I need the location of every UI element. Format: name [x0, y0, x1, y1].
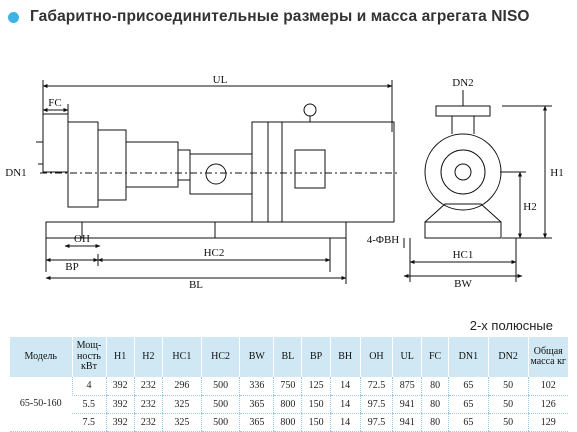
table-cell: 232	[133, 413, 163, 432]
column-header: Модель	[10, 337, 72, 377]
table-cell: 14	[329, 395, 361, 414]
table-cell: 750	[273, 377, 302, 396]
table-cell: 232	[133, 395, 163, 414]
table-cell: 365	[239, 413, 274, 432]
table-cell: 150	[301, 413, 331, 432]
pump-dimension-drawing: UL FC DN1 OH BP HC2 BL DN2 H1 H2 4-ΦBH H…	[5, 74, 563, 291]
table-cell: 941	[392, 413, 422, 432]
table-cell: 65	[448, 377, 489, 396]
table-cell: 232	[133, 377, 163, 396]
table-cell: 336	[239, 377, 274, 396]
table-row: 5.5 392 232 325 500 365 800 150 14 97.5 …	[10, 395, 568, 414]
column-header: OH	[359, 337, 393, 377]
table-cell: 500	[200, 413, 240, 432]
label-dn1: DN1	[5, 167, 26, 179]
table-cell: 800	[273, 395, 302, 414]
table-cell: 80	[421, 413, 449, 432]
table-cell: 941	[392, 395, 422, 414]
table-cell: 7.5	[72, 413, 106, 432]
table-cell: 129	[527, 413, 568, 432]
table-cell: 50	[487, 395, 528, 414]
table-row: 7.5 392 232 325 500 365 800 150 14 97.5 …	[10, 413, 568, 432]
table-cell: 50	[487, 377, 528, 396]
label-h2: H2	[523, 201, 536, 213]
table-cell: 126	[527, 395, 568, 414]
label-bl: BL	[189, 279, 203, 291]
table-cell: 365	[239, 395, 274, 414]
page-title: Габаритно-присоединительные размеры и ма…	[30, 8, 530, 25]
table-cell: 65	[448, 413, 489, 432]
table-cell: 102	[527, 377, 568, 396]
label-fc: FC	[48, 97, 61, 109]
table-cell: 5.5	[72, 395, 106, 414]
label-hc1: HC1	[453, 249, 474, 261]
table-cell: 97.5	[359, 395, 393, 414]
label-bp: BP	[65, 261, 78, 273]
table-cell: 97.5	[359, 413, 393, 432]
table-cell: 14	[329, 413, 361, 432]
label-bh: 4-ΦBH	[367, 234, 400, 246]
column-header: Мощ-ность кВт	[71, 337, 106, 377]
bullet-icon	[8, 11, 19, 23]
column-header: DN2	[487, 337, 528, 377]
column-header: BW	[239, 337, 274, 377]
table-cell: 150	[301, 395, 331, 414]
table-cell: 80	[421, 377, 449, 396]
label-ul: UL	[213, 74, 228, 86]
table-cell: 14	[329, 377, 361, 396]
column-header: H1	[105, 337, 135, 377]
table-header-row: Модель Мощ-ность кВт H1 H2 HC1 HC2 BW BL…	[10, 337, 568, 377]
column-header: Общая масса кг	[527, 337, 568, 377]
column-header: HC2	[200, 337, 240, 377]
table-cell: 800	[273, 413, 302, 432]
label-hc2: HC2	[204, 247, 225, 259]
title-bar: Габаритно-присоединительные размеры и ма…	[8, 6, 530, 28]
column-header: BP	[301, 337, 331, 377]
table-cell: 392	[105, 395, 135, 414]
column-header: DN1	[448, 337, 489, 377]
table-cell: 325	[162, 413, 202, 432]
column-header: UL	[392, 337, 422, 377]
label-bw: BW	[454, 278, 472, 290]
table-cell: 72.5	[359, 377, 393, 396]
table-cell: 875	[392, 377, 422, 396]
column-header: FC	[421, 337, 449, 377]
table-cell: 65	[448, 395, 489, 414]
column-header: HC1	[162, 337, 202, 377]
table-row: 65-50-160 4 392 232 296 500 336 750 125 …	[10, 377, 568, 432]
model-cell: 65-50-160	[10, 377, 72, 432]
table-cell: 325	[162, 395, 202, 414]
table-cell: 125	[301, 377, 331, 396]
table-cell: 4	[71, 377, 106, 396]
label-dn2: DN2	[452, 77, 473, 89]
column-header: H2	[133, 337, 163, 377]
table-cell: 392	[105, 377, 135, 396]
table-cell: 80	[421, 395, 449, 414]
table-cell: 50	[487, 413, 528, 432]
dimensions-table: Модель Мощ-ность кВт H1 H2 HC1 HC2 BW BL…	[10, 337, 568, 432]
column-header: BL	[273, 337, 302, 377]
label-h1: H1	[550, 167, 563, 179]
table-cell: 296	[162, 377, 202, 396]
table-cell: 500	[200, 395, 240, 414]
table-cell: 392	[105, 413, 135, 432]
label-oh: OH	[74, 233, 90, 245]
column-header: BH	[329, 337, 361, 377]
table-cell: 500	[200, 377, 240, 396]
table-subtitle: 2-х полюсные	[469, 318, 553, 333]
